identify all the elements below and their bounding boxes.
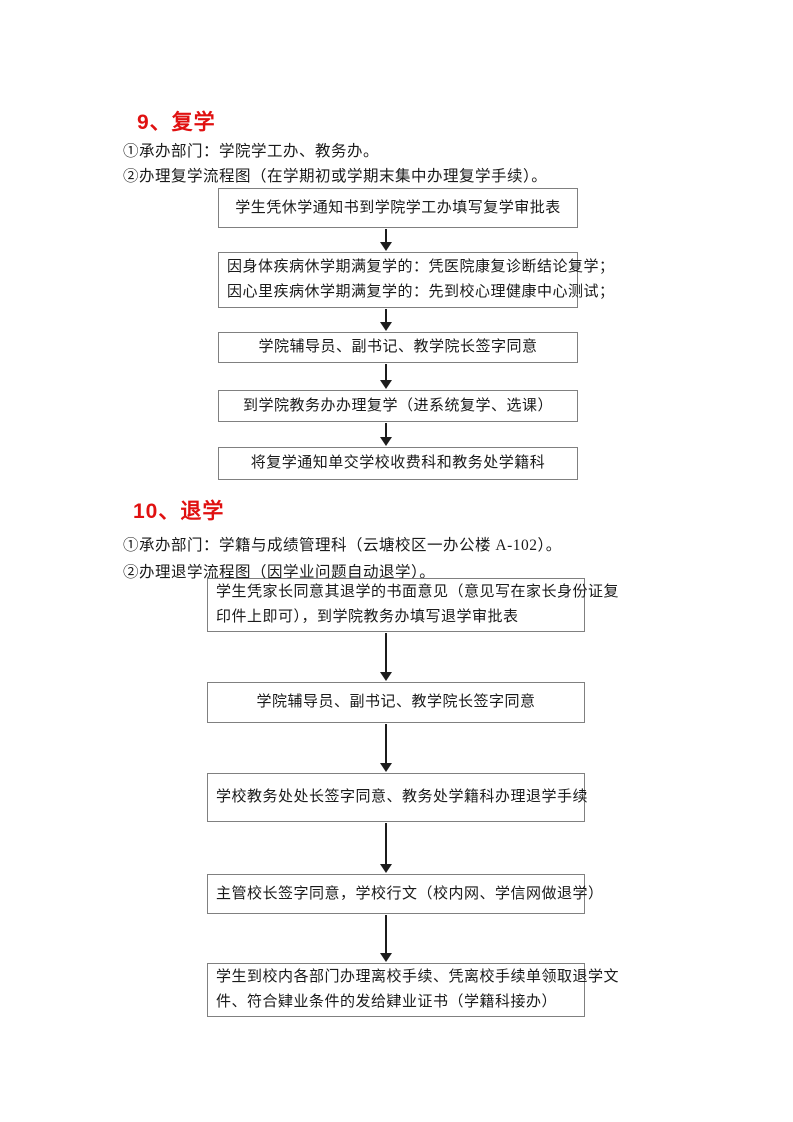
- section-10-flowchart-caption: ②办理退学流程图（因学业问题自动退学）。: [123, 564, 436, 581]
- flow-step-box: 将复学通知单交学校收费科和教务处学籍科: [218, 447, 578, 480]
- flow-step-box: 学生凭休学通知书到学院学工办填写复学审批表: [218, 188, 578, 228]
- section-9-heading: 9、复学: [137, 111, 216, 134]
- flow-arrow-down-icon: [380, 724, 392, 772]
- flow-step-text: 学院辅导员、副书记、教学院长签字同意: [258, 339, 538, 355]
- arrow-head: [380, 953, 392, 962]
- section-10-dept-line: ①承办部门：学籍与成绩管理科（云塘校区一办公楼 A-102）。: [123, 537, 562, 554]
- flow-step-text: 学院辅导员、副书记、教学院长签字同意: [256, 694, 536, 710]
- arrow-shaft: [385, 364, 387, 380]
- flow-step-text: 将复学通知单交学校收费科和教务处学籍科: [250, 455, 546, 471]
- flow-arrow-down-icon: [380, 309, 392, 331]
- flow-step-box: 到学院教务办办理复学（进系统复学、选课）: [218, 390, 578, 422]
- arrow-shaft: [385, 309, 387, 322]
- flow-step-box: 学生凭家长同意其退学的书面意见（意见写在家长身份证复 印件上即可），到学院教务办…: [207, 578, 619, 632]
- arrow-shaft: [385, 915, 387, 953]
- flow-arrow-down-icon: [380, 229, 392, 251]
- flow-step-box: 学院辅导员、副书记、教学院长签字同意: [218, 332, 578, 363]
- flow-step-text: 学生凭家长同意其退学的书面意见（意见写在家长身份证复: [216, 584, 620, 600]
- arrow-head: [380, 242, 392, 251]
- flow-step-text: 印件上即可），到学院教务办填写退学审批表: [216, 609, 519, 625]
- flow-arrow-down-icon: [380, 823, 392, 873]
- flow-step-text: 因心里疾病休学期满复学的：先到校心理健康中心测试；: [227, 284, 615, 300]
- arrow-head: [380, 864, 392, 873]
- flow-step-box: 学生到校内各部门办理离校手续、凭离校手续单领取退学文 件、符合肄业条件的发给肄业…: [207, 963, 619, 1017]
- arrow-head: [380, 380, 392, 389]
- flow-arrow-down-icon: [380, 633, 392, 681]
- arrow-head: [380, 672, 392, 681]
- flow-step-text: 到学院教务办办理复学（进系统复学、选课）: [242, 397, 553, 414]
- arrow-shaft: [385, 229, 387, 242]
- flow-step-box: 学院辅导员、副书记、教学院长签字同意: [207, 682, 585, 723]
- flow-arrow-down-icon: [380, 423, 392, 446]
- section-9-dept-line: ①承办部门：学院学工办、教务办。: [123, 143, 380, 160]
- flow-step-box: 主管校长签字同意，学校行文（校内网、学信网做退学）: [207, 874, 603, 914]
- flow-arrow-down-icon: [380, 915, 392, 962]
- flow-step-text: 因身体疾病休学期满复学的：凭医院康复诊断结论复学；: [227, 259, 615, 275]
- arrow-shaft: [385, 633, 387, 672]
- arrow-head: [380, 437, 392, 446]
- arrow-shaft: [385, 823, 387, 864]
- section-9-flowchart-caption: ②办理复学流程图（在学期初或学期末集中办理复学手续）。: [123, 168, 548, 185]
- arrow-shaft: [385, 724, 387, 763]
- flow-step-text: 学生凭休学通知书到学院学工办填写复学审批表: [235, 199, 561, 216]
- arrow-head: [380, 322, 392, 331]
- flow-step-text: 学生到校内各部门办理离校手续、凭离校手续单领取退学文: [216, 969, 620, 985]
- flow-step-text: 主管校长签字同意，学校行文（校内网、学信网做退学）: [216, 885, 604, 902]
- flow-arrow-down-icon: [380, 364, 392, 389]
- arrow-shaft: [385, 423, 387, 437]
- flow-step-box: 因身体疾病休学期满复学的：凭医院康复诊断结论复学； 因心里疾病休学期满复学的：先…: [218, 252, 614, 308]
- flow-step-box: 学校教务处处长签字同意、教务处学籍科办理退学手续: [207, 773, 589, 822]
- flow-step-text: 学校教务处处长签字同意、教务处学籍科办理退学手续: [216, 789, 589, 805]
- flow-step-text: 件、符合肄业条件的发给肄业证书（学籍科接办）: [216, 994, 558, 1010]
- section-10-heading: 10、退学: [133, 500, 225, 523]
- arrow-head: [380, 763, 392, 772]
